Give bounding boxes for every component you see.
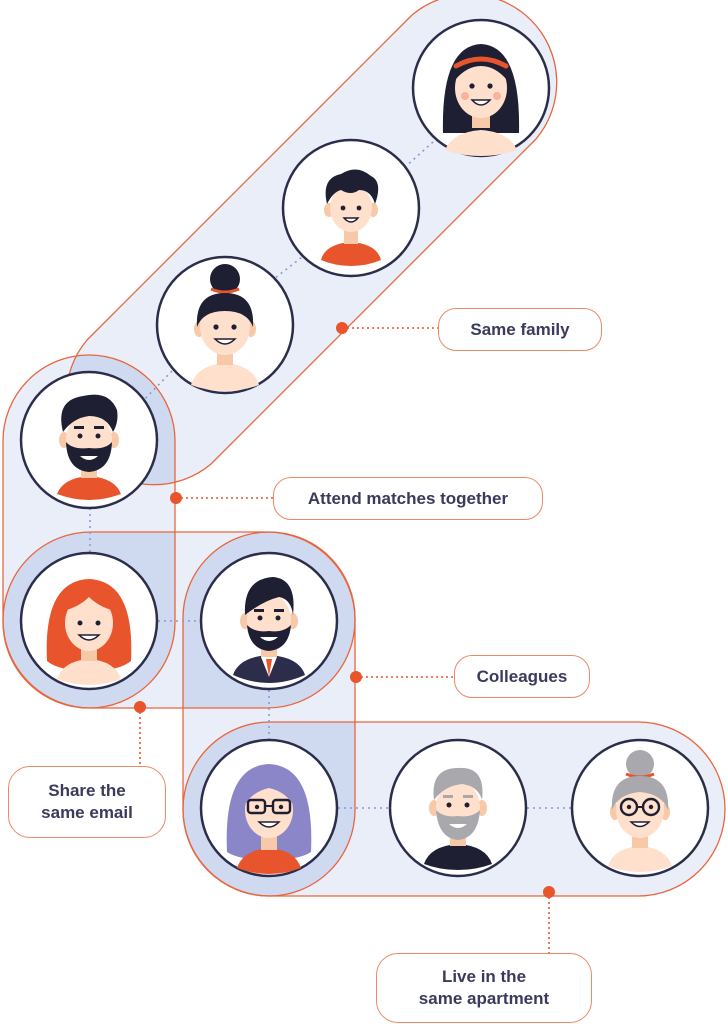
label-share-email-line1: Share the xyxy=(48,781,126,800)
label-apartment-line1: Live in the xyxy=(441,967,527,986)
woman-headband-avatar xyxy=(411,18,551,158)
man-in-suit-avatar xyxy=(199,551,339,691)
red-haired-woman-avatar xyxy=(19,551,159,691)
woman-with-glasses-avatar xyxy=(199,738,339,878)
label-connectors xyxy=(134,322,555,953)
woman-bun-avatar xyxy=(155,255,295,395)
connector-dot-email xyxy=(134,701,146,713)
label-colleagues-text: Colleagues xyxy=(476,666,568,686)
boy-avatar xyxy=(281,138,421,278)
label-apartment-line2: same apartment xyxy=(418,989,550,1008)
connector-dot-family xyxy=(336,322,348,334)
connector-dot-matches xyxy=(170,492,182,504)
label-share-email-line2: same email xyxy=(41,803,133,822)
connector-dot-colleagues xyxy=(350,671,362,683)
elderly-man-avatar xyxy=(388,738,528,878)
label-colleagues: Colleagues xyxy=(454,655,590,698)
connector-dot-apartment xyxy=(543,886,555,898)
label-attend-matches: Attend matches together xyxy=(273,477,543,520)
label-apartment: Live in the same apartment xyxy=(376,953,592,1023)
label-same-family: Same family xyxy=(438,308,602,351)
person-links xyxy=(89,141,571,809)
elderly-woman-avatar xyxy=(570,738,710,878)
label-same-family-text: Same family xyxy=(470,319,570,339)
bearded-man-avatar xyxy=(19,370,159,510)
label-share-email: Share the same email xyxy=(8,766,166,838)
label-attend-matches-text: Attend matches together xyxy=(307,488,509,508)
